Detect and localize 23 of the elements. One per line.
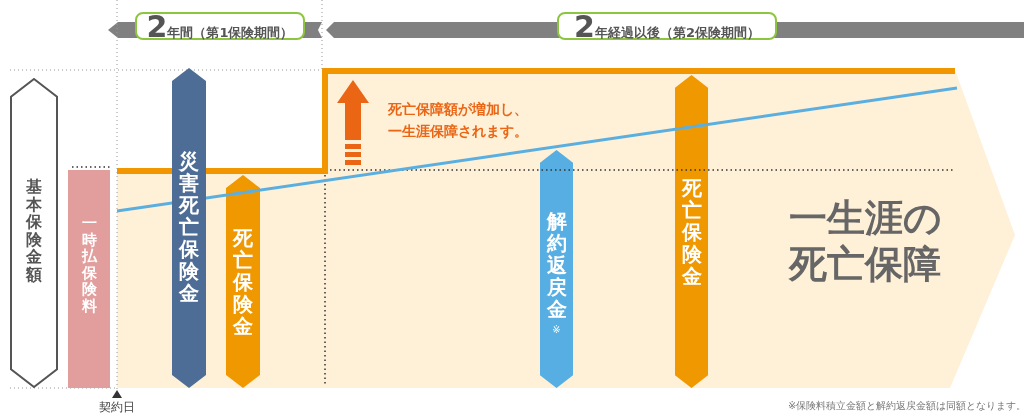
bar-label: 死亡保険金 bbox=[681, 177, 702, 287]
period-label-box bbox=[557, 12, 777, 40]
refund-bar bbox=[540, 150, 573, 388]
period-label-box bbox=[135, 12, 305, 40]
bar-label: 死亡保険金 bbox=[233, 227, 253, 337]
benefit-bar bbox=[226, 175, 260, 388]
bar-label: 解約返戻金 bbox=[546, 210, 567, 320]
period-label: 年経過以後（第2保険期間） bbox=[594, 25, 760, 42]
band-title: 一生涯の死亡保障 bbox=[789, 196, 943, 288]
period-label: 年間（第1保険期間） bbox=[167, 25, 294, 42]
period-number: 2 bbox=[146, 14, 168, 40]
hexagon-bar bbox=[10, 78, 58, 388]
footnote: ※保険料積立金額と解約返戻金額は同額となります。 bbox=[788, 399, 1024, 413]
footnote-mark: ※ bbox=[551, 324, 562, 335]
coverage-band bbox=[117, 68, 1015, 388]
period-number: 2 bbox=[574, 14, 595, 40]
premium-bar bbox=[68, 170, 110, 388]
increase-note: 死亡保障額が増加し、一生涯保障されます。 bbox=[388, 100, 529, 141]
benefit-bar bbox=[675, 75, 708, 388]
bar-label: 一時払保険料 bbox=[81, 215, 97, 314]
contract-date-label: 契約日 bbox=[99, 399, 135, 415]
bar-label: 災害死亡保険金 bbox=[179, 150, 199, 304]
bar-label: 基本保険金額 bbox=[26, 178, 42, 284]
